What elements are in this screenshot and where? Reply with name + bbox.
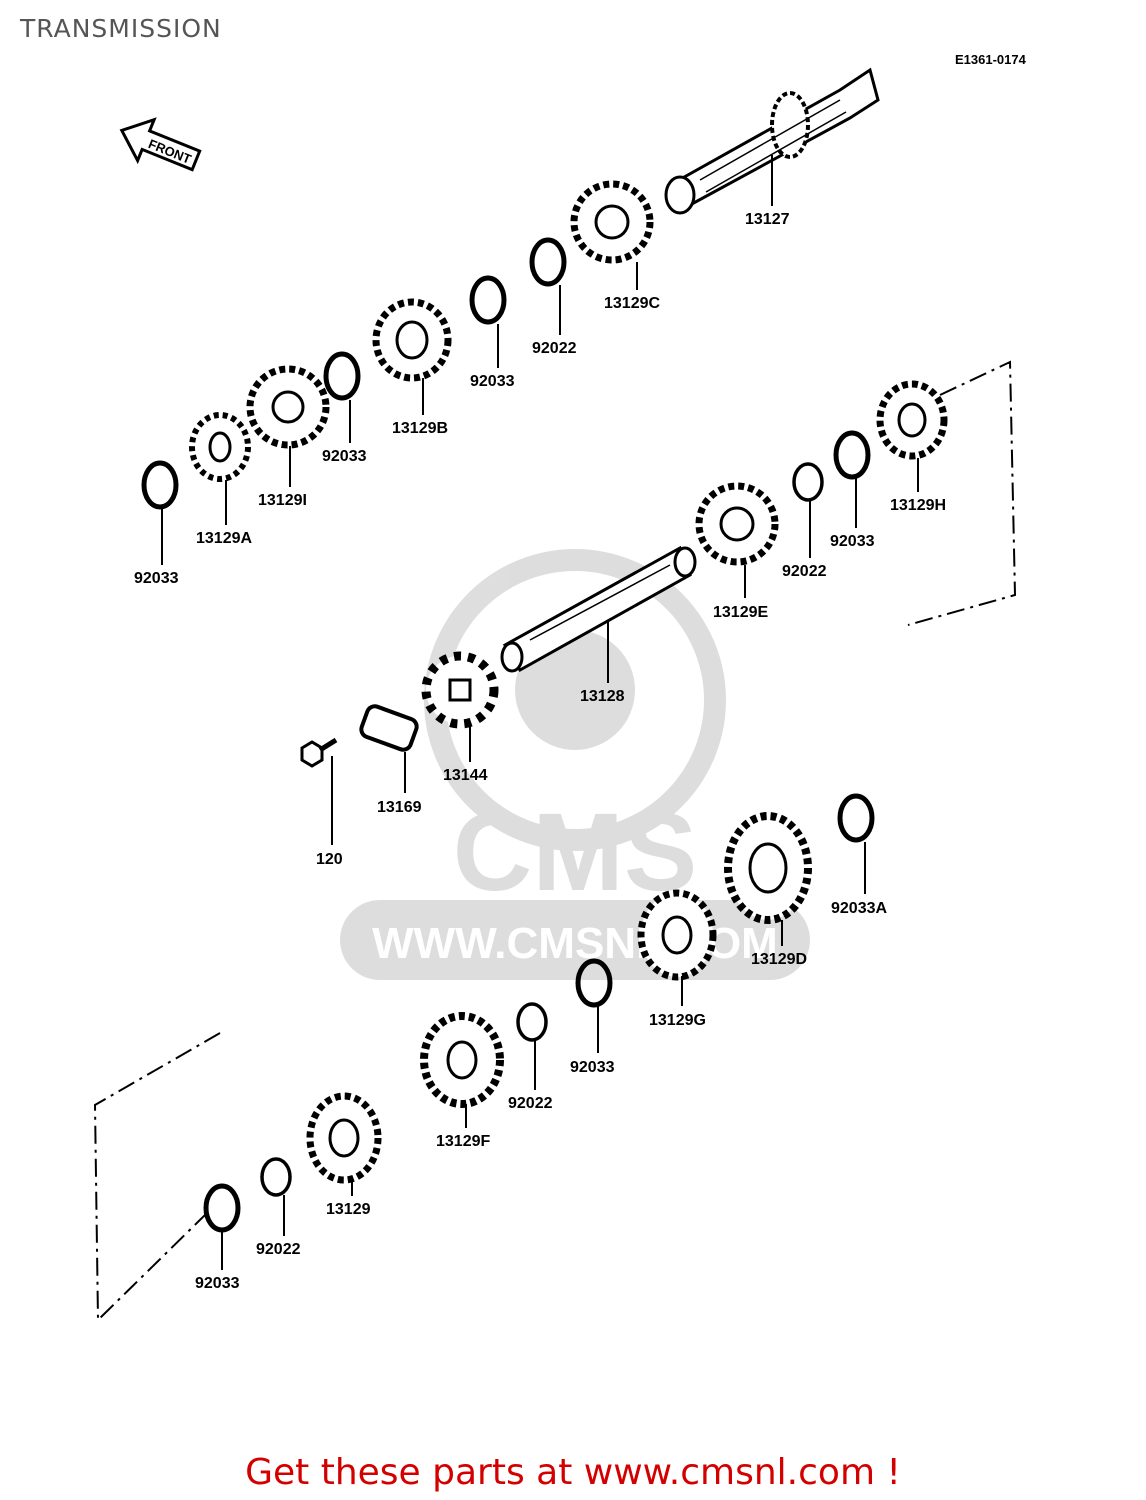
output-shaft-13128	[500, 545, 697, 673]
dashdot-link-right	[907, 360, 1017, 626]
circlip-92033-low	[206, 1186, 238, 1230]
label-13129C: 13129C	[604, 295, 660, 312]
gear-13129G	[637, 889, 717, 981]
gear-13129F	[420, 1012, 504, 1108]
washer-92022-f	[516, 1002, 548, 1042]
label-92033: 92033	[830, 533, 875, 550]
plate-13169	[359, 704, 419, 752]
watermark-brand: CMS	[453, 791, 697, 914]
gear-13129D	[724, 812, 812, 924]
gear-13129C	[570, 180, 654, 264]
page-title: TRANSMISSION	[20, 14, 222, 43]
dashdot-link-left	[93, 1032, 221, 1323]
label-92033: 92033	[134, 570, 179, 587]
diagram-code: E1361-0174	[955, 52, 1027, 67]
bolt-120	[300, 737, 338, 768]
circlip-92033A	[840, 796, 872, 840]
circlip-92033-h	[836, 433, 868, 477]
label-13129G: 13129G	[649, 1012, 706, 1029]
circlip-92033-top	[472, 278, 504, 322]
label-13129D: 13129D	[751, 951, 807, 968]
label-92033: 92033	[322, 448, 367, 465]
gear-13129B	[372, 298, 452, 382]
main-shaft-13127	[664, 67, 880, 215]
label-13129F: 13129F	[436, 1133, 490, 1150]
leader-lines	[161, 155, 919, 1270]
washer-92022-top	[532, 240, 564, 284]
label-92022: 92022	[532, 340, 577, 357]
label-13169: 13169	[377, 799, 422, 816]
label-92033: 92033	[570, 1059, 615, 1076]
washer-92022-e	[792, 462, 824, 502]
label-13129: 13129	[326, 1201, 371, 1218]
label-13129A: 13129A	[196, 530, 252, 547]
washer-92022-low	[260, 1157, 292, 1197]
watermark-url: WWW.CMSNL.COM	[372, 919, 778, 968]
circlip-92033-end	[144, 463, 176, 507]
label-92022: 92022	[782, 563, 827, 580]
callout-labels: 13127 13129C 92022 92033 13129B 92033 13…	[134, 211, 946, 1292]
label-92022: 92022	[508, 1095, 553, 1112]
label-13129H: 13129H	[890, 497, 946, 514]
label-92022: 92022	[256, 1241, 301, 1258]
front-arrow-icon: FRONT	[119, 117, 202, 172]
label-92033: 92033	[195, 1275, 240, 1292]
gear-13129H	[876, 380, 948, 460]
gear-13129	[306, 1092, 382, 1184]
promo-link[interactable]: Get these parts at www.cmsnl.com !	[245, 1452, 901, 1493]
label-13127: 13127	[745, 211, 790, 228]
label-13129B: 13129B	[392, 420, 448, 437]
label-13129I: 13129I	[258, 492, 307, 509]
label-13128: 13128	[580, 688, 625, 705]
label-92033A: 92033A	[831, 900, 887, 917]
label-92033: 92033	[470, 373, 515, 390]
gear-13129A	[189, 412, 251, 482]
gear-13129E	[695, 482, 779, 566]
label-120: 120	[316, 851, 343, 868]
circlip-92033-b	[326, 354, 358, 398]
label-13144: 13144	[443, 767, 488, 784]
label-13129E: 13129E	[713, 604, 768, 621]
sprocket-13144	[421, 651, 499, 729]
gear-13129I	[246, 365, 330, 449]
